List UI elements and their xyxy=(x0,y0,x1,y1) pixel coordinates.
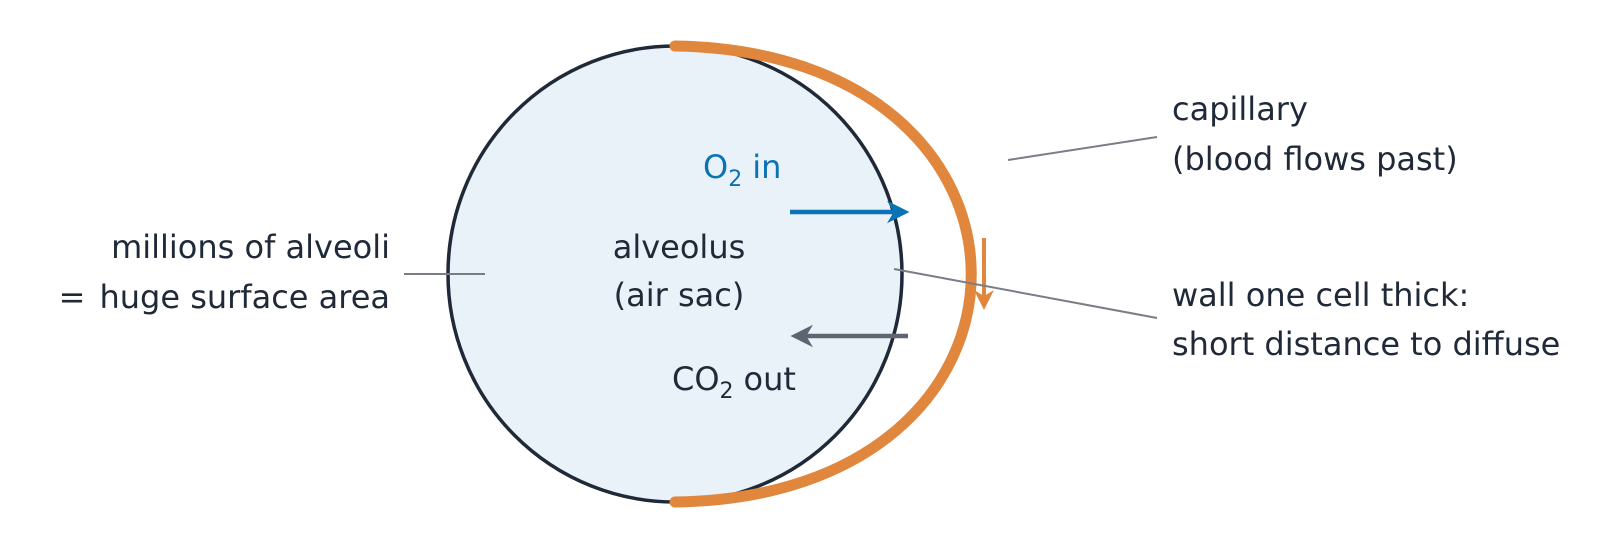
alveolus-sublabel: (air sac) xyxy=(614,276,745,314)
oxygen-formula: O xyxy=(703,148,728,186)
oxygen-label: O2 in xyxy=(703,148,781,192)
oxygen-direction: in xyxy=(752,148,781,186)
capillary-vessel xyxy=(669,40,977,508)
alveolus-circle xyxy=(446,44,904,504)
surface-label-line2: = huge surface area xyxy=(59,278,390,316)
equals-symbol: = xyxy=(59,278,86,316)
alveolus-label: alveolus xyxy=(613,228,746,266)
carbon-dioxide-direction: out xyxy=(744,360,796,398)
capillary-leader-line xyxy=(1007,136,1158,161)
oxygen-subscript: 2 xyxy=(728,167,742,192)
capillary-label-line2: (blood flows past) xyxy=(1172,140,1458,178)
capillary-label-line1: capillary xyxy=(1172,90,1308,128)
surface-label-line2-text: huge surface area xyxy=(99,278,390,316)
wall-leader-line xyxy=(893,268,1158,319)
carbon-dioxide-subscript: 2 xyxy=(720,379,734,404)
carbon-dioxide-label: CO2 out xyxy=(672,360,796,404)
surface-label-line1: millions of alveoli xyxy=(111,228,390,266)
carbon-dioxide-formula: CO xyxy=(672,360,720,398)
wall-label-line1: wall one cell thick: xyxy=(1172,276,1469,314)
wall-label-line2: short distance to diffuse xyxy=(1172,325,1560,363)
